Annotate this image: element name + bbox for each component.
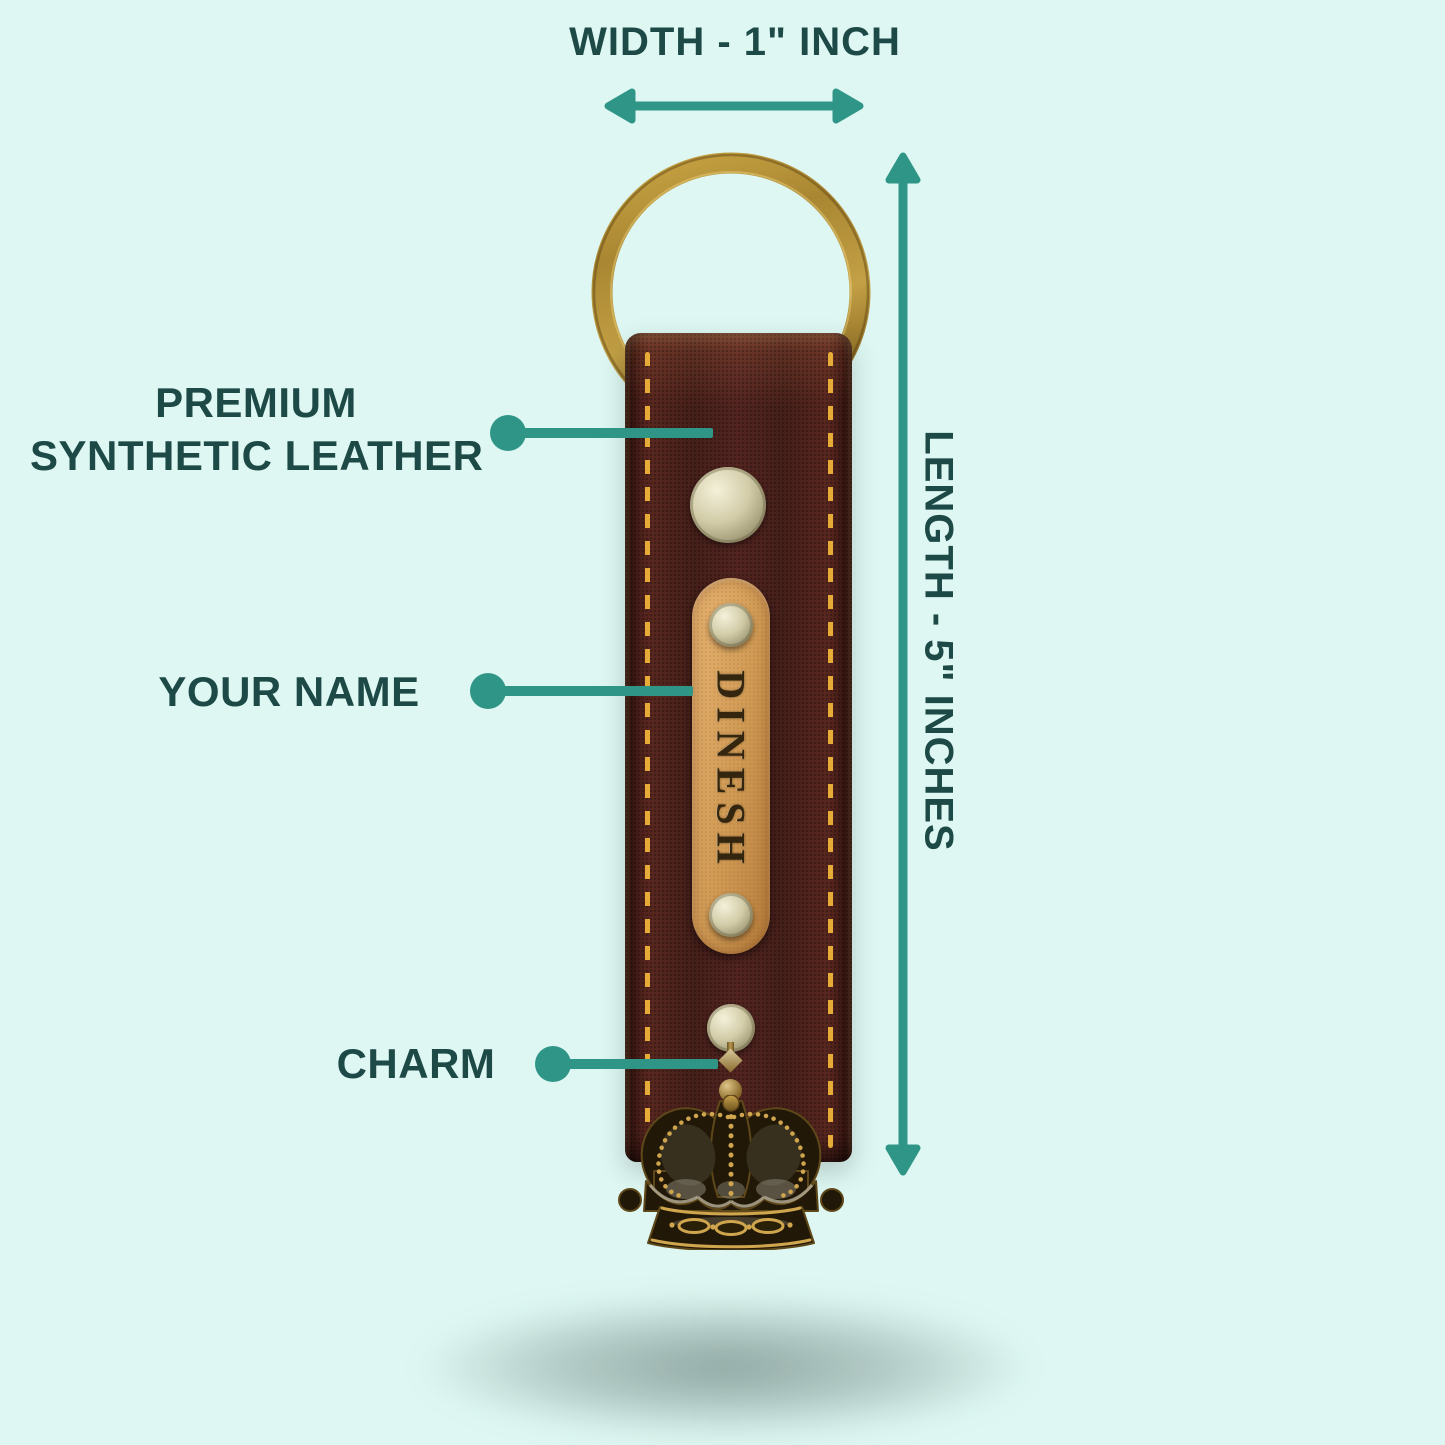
material-callout-label: PREMIUM SYNTHETIC LEATHER xyxy=(30,376,484,482)
stitching-right xyxy=(828,352,833,1148)
vertical-double-arrow-icon xyxy=(885,152,921,1176)
material-label-line2: SYNTHETIC LEATHER xyxy=(30,432,484,479)
product-shadow xyxy=(400,1292,1050,1442)
rivet-top xyxy=(690,467,766,543)
charm-callout-line xyxy=(550,1059,718,1069)
material-label-line1: PREMIUM xyxy=(155,379,357,426)
plate-rivet-top xyxy=(709,603,753,647)
name-callout-label: YOUR NAME xyxy=(158,668,420,715)
charm-callout-label: CHARM xyxy=(336,1040,496,1087)
name-callout-line xyxy=(485,686,693,696)
horizontal-double-arrow-icon xyxy=(604,88,864,124)
plate-rivet-bottom xyxy=(709,893,753,937)
material-callout-line xyxy=(505,428,713,438)
engraved-name: DINESH xyxy=(708,670,754,872)
width-dimension-label: WIDTH - 1" INCH xyxy=(569,20,901,64)
stitching-left xyxy=(645,352,650,1148)
crown-charm-icon xyxy=(618,1095,844,1250)
